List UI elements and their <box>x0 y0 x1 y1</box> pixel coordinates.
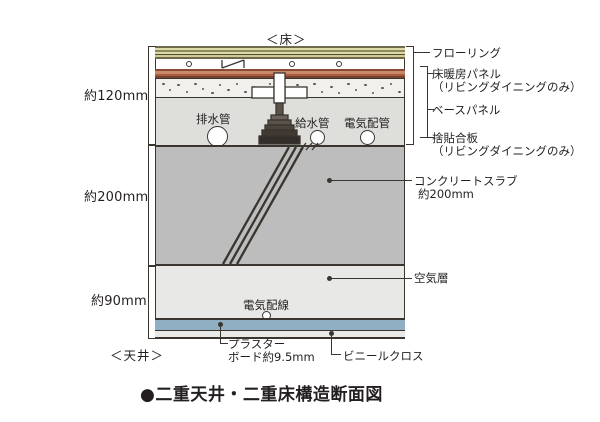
callout-label-flooring: フローリング <box>432 46 501 60</box>
electrical-conduit-circle <box>360 130 375 145</box>
vinyl-cloth-layer <box>155 331 405 338</box>
leader-concrete-slab <box>330 180 412 182</box>
slab-bottom-line <box>155 264 405 266</box>
leader-underlay-plywood <box>428 137 434 139</box>
pipe-label-drain: 排水管 <box>196 112 231 126</box>
callout-sub-floor-heating-panel: （リビングダイニングのみ） <box>432 80 582 94</box>
flooring-stripe-3 <box>155 50 405 52</box>
dim-bracket-ceiling <box>148 266 156 339</box>
dim-bracket-slab <box>148 145 156 266</box>
leader-plaster-board <box>220 324 222 344</box>
leader-air-layer <box>330 278 412 280</box>
section-marker-floor: ＜床＞ <box>266 32 307 47</box>
callout-label-underlay-plywood: 捨貼合板 <box>432 131 478 145</box>
section-marker-ceiling: ＜天井＞ <box>110 348 165 363</box>
leader-vinyl-cloth-foot <box>331 354 341 356</box>
heating-pipe-circle-2 <box>289 61 295 67</box>
dim-label-ceiling: 約90mm <box>91 294 147 309</box>
concrete-slab-layer <box>155 147 405 264</box>
slab-top-line <box>155 145 405 147</box>
leader-dot-concrete-slab <box>327 178 332 183</box>
flooring-stripe-1 <box>155 46 405 48</box>
vinyl-cloth-bottom-line <box>155 337 405 339</box>
callout-label-plaster-board: プラスター <box>228 337 286 351</box>
flooring-stripe-5 <box>155 53 405 55</box>
leader-base-panel <box>428 109 434 111</box>
leader-plaster-board-foot <box>220 343 228 345</box>
drain-pipe-circle <box>207 126 228 147</box>
flooring-stripe-6 <box>155 55 405 57</box>
callout-sub-concrete-slab: 約200mm <box>418 187 474 201</box>
heating-panel-cavity <box>155 59 405 69</box>
callout-label-base-panel: ベースパネル <box>432 103 501 117</box>
flooring-stripe-4 <box>155 51 405 54</box>
callout-label-air-layer: 空気層 <box>414 271 449 285</box>
heating-pipe-circle-1 <box>186 61 192 67</box>
plaster-board-top-line <box>155 318 405 320</box>
flooring-stripe-7 <box>155 57 405 59</box>
pipe-label-electrical-conduit: 電気配管 <box>344 116 390 130</box>
diagram-title: ●二重天井・二重床構造断面図 <box>140 385 383 405</box>
leader-flooring <box>414 52 430 54</box>
heating-pipe-circle-3 <box>336 61 342 67</box>
ceiling-wiring-label: 電気配線 <box>243 298 289 312</box>
callout-bracket-outer <box>406 46 414 145</box>
leader-vinyl-cloth <box>331 333 333 355</box>
plaster-board-bottom-line <box>155 329 405 332</box>
pipe-label-water-supply: 給水管 <box>295 116 330 130</box>
leader-floor-heating-panel <box>428 73 434 75</box>
air-layer-void <box>155 266 405 318</box>
plaster-board-layer <box>155 319 405 330</box>
base-panel-layer <box>155 79 405 97</box>
dim-label-floor: 約120mm <box>84 89 149 104</box>
callout-bracket-inner <box>420 66 428 138</box>
heating-panel-stripe-2 <box>155 71 405 74</box>
dim-label-slab: 約200mm <box>84 190 149 205</box>
callout-sub-underlay-plywood: （リビングダイニングのみ） <box>432 144 582 158</box>
dim-bracket-floor <box>148 46 156 145</box>
water-supply-pipe-circle <box>310 130 325 145</box>
heating-panel-stripe-1 <box>155 69 405 71</box>
callout-label-floor-heating-panel: 床暖房パネル <box>432 67 501 81</box>
callout-sub-plaster-board: ボード約9.5mm <box>228 350 315 364</box>
callout-label-concrete-slab: コンクリートスラブ <box>414 174 518 188</box>
callout-label-vinyl-cloth: ビニールクロス <box>343 349 424 363</box>
leader-dot-air-layer <box>327 276 332 281</box>
flooring-stripe-2 <box>155 48 405 50</box>
